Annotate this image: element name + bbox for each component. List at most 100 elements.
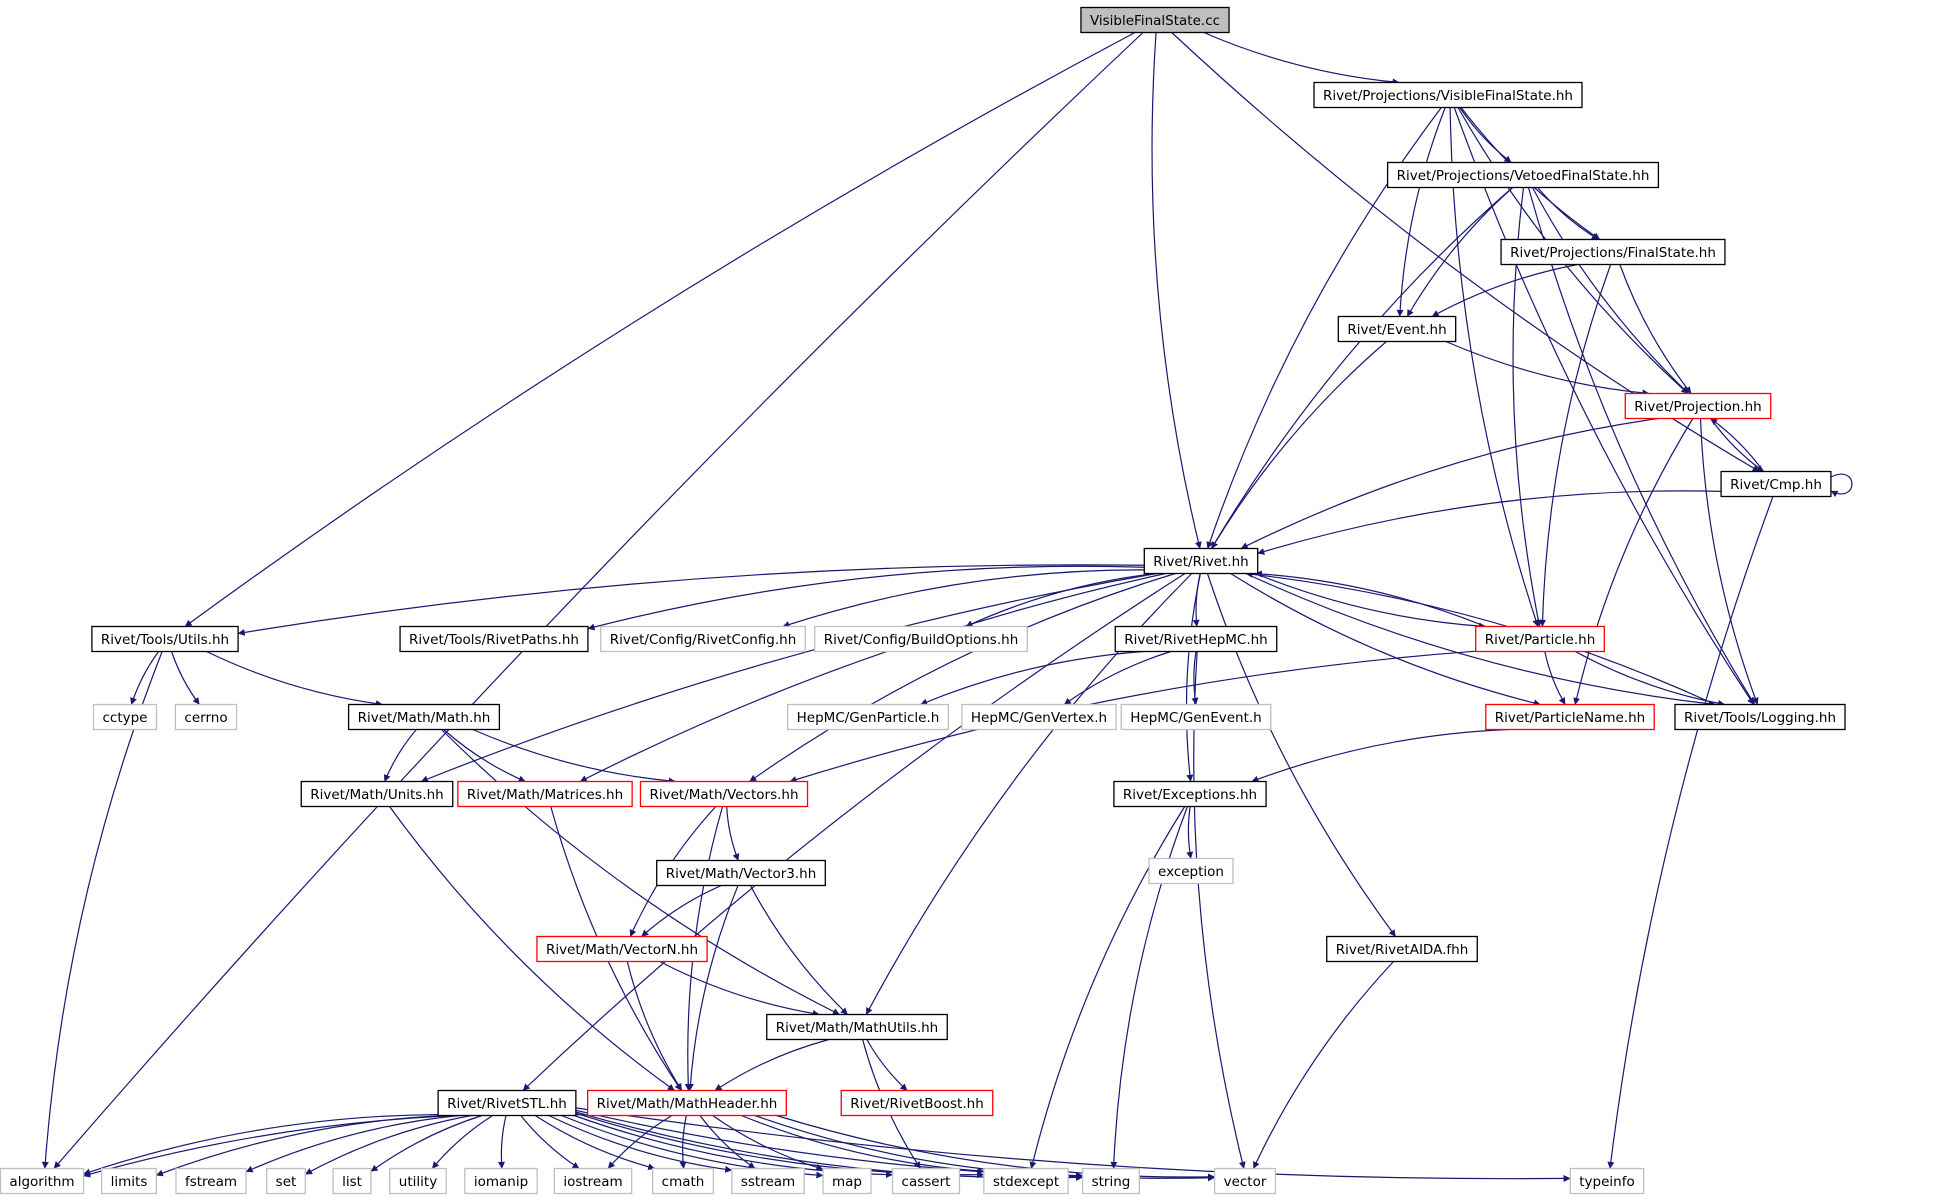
graph-node-label: Rivet/RivetSTL.hh xyxy=(447,1096,567,1112)
graph-node-label: exception xyxy=(1158,864,1224,880)
graph-node[interactable]: Rivet/Tools/Utils.hh xyxy=(91,625,239,653)
graph-node-box xyxy=(1569,1167,1645,1195)
graph-node-box xyxy=(961,703,1117,731)
graph-node: utility xyxy=(389,1167,447,1195)
graph-node[interactable]: Rivet/Math/VectorN.hh xyxy=(536,935,708,963)
graph-node: list xyxy=(332,1167,372,1195)
graph-node-box xyxy=(891,1167,961,1195)
graph-node-box xyxy=(1080,6,1230,34)
graph-edge xyxy=(441,729,840,1016)
graph-edge xyxy=(1539,264,1612,627)
graph-node-label: Rivet/Event.hh xyxy=(1347,322,1446,338)
graph-node-box xyxy=(536,935,708,963)
graph-edge xyxy=(749,885,849,1015)
graph-node[interactable]: Rivet/Math/MathUtils.hh xyxy=(766,1013,948,1041)
graph-node[interactable]: Rivet/Tools/Logging.hh xyxy=(1674,703,1846,731)
graph-edge xyxy=(206,650,383,708)
graph-edge xyxy=(1396,107,1446,317)
graph-edge xyxy=(579,572,1166,783)
graph-node-box xyxy=(1081,1167,1141,1195)
graph-node[interactable]: Rivet/ParticleName.hh xyxy=(1485,703,1655,731)
graph-node[interactable]: Rivet/Cmp.hh xyxy=(1720,470,1832,498)
graph-node-box xyxy=(1624,392,1772,420)
graph-node[interactable]: Rivet/Particle.hh xyxy=(1475,625,1605,653)
graph-node[interactable]: Rivet/Math/Math.hh xyxy=(347,703,501,731)
graph-node-label: Rivet/Math/MathHeader.hh xyxy=(597,1096,778,1112)
graph-node: stdexcept xyxy=(983,1167,1069,1195)
graph-node-label: Rivet/Projections/VetoedFinalState.hh xyxy=(1397,168,1650,184)
graph-node: HepMC/GenParticle.h xyxy=(786,703,950,731)
graph-node[interactable]: Rivet/RivetAIDA.fhh xyxy=(1326,935,1478,963)
graph-node: vector xyxy=(1213,1167,1277,1195)
graph-node[interactable]: Rivet/RivetHepMC.hh xyxy=(1114,625,1278,653)
graph-node-box xyxy=(1313,81,1583,109)
graph-node[interactable]: Rivet/Math/Vector3.hh xyxy=(656,859,826,887)
graph-node-label: cmath xyxy=(662,1174,705,1190)
graph-node-label: Rivet/Rivet.hh xyxy=(1153,554,1248,570)
graph-node-label: string xyxy=(1092,1174,1131,1190)
graph-edge xyxy=(522,572,1186,1091)
graph-edge xyxy=(679,1115,687,1169)
graph-node-label: Rivet/Math/Vectors.hh xyxy=(649,787,798,803)
graph-edge xyxy=(965,572,1157,628)
graph-node-box xyxy=(332,1167,372,1195)
graph-node-box xyxy=(399,625,589,653)
graph-node[interactable]: Rivet/RivetSTL.hh xyxy=(437,1089,577,1117)
graph-edge xyxy=(1185,573,1201,782)
graph-node-label: cctype xyxy=(102,710,147,726)
graph-node[interactable]: Rivet/Projections/VetoedFinalState.hh xyxy=(1386,161,1660,189)
graph-node-box xyxy=(587,1089,787,1117)
graph-node-box xyxy=(1485,703,1655,731)
graph-node[interactable]: Rivet/Projection.hh xyxy=(1624,392,1772,420)
graph-node: iostream xyxy=(553,1167,633,1195)
graph-node-label: Rivet/Math/Math.hh xyxy=(358,710,491,726)
graph-node-label: Rivet/Math/Matrices.hh xyxy=(467,787,623,803)
graph-node[interactable]: Rivet/Tools/RivetPaths.hh xyxy=(399,625,589,653)
graph-edge xyxy=(171,651,200,705)
graph-node[interactable]: Rivet/Event.hh xyxy=(1337,315,1457,343)
graph-node[interactable]: Rivet/Math/Matrices.hh xyxy=(457,780,633,808)
graph-node-label: Rivet/Cmp.hh xyxy=(1730,477,1822,493)
graph-node: typeinfo xyxy=(1569,1167,1645,1195)
graph-node: sstream xyxy=(731,1167,805,1195)
graph-edge xyxy=(1252,961,1394,1169)
graph-node-box xyxy=(1674,703,1846,731)
graph-node[interactable]: Rivet/Math/Units.hh xyxy=(300,780,454,808)
graph-node[interactable]: Rivet/Rivet.hh xyxy=(1143,547,1259,575)
graph-node-box xyxy=(347,703,501,731)
graph-node: limits xyxy=(100,1167,158,1195)
graph-edge xyxy=(548,1114,733,1173)
graph-edge xyxy=(431,1114,494,1169)
graph-edge xyxy=(1453,107,1755,705)
graph-node[interactable]: Rivet/Math/MathHeader.hh xyxy=(587,1089,787,1117)
graph-edge xyxy=(1210,187,1513,549)
graph-node-label: Rivet/Projections/FinalState.hh xyxy=(1510,245,1716,261)
graph-edge xyxy=(1230,572,1541,707)
graph-edge xyxy=(587,565,1145,631)
graph-node-label: algorithm xyxy=(9,1174,74,1190)
graph-node-box xyxy=(766,1013,948,1041)
graph-node-label: HepMC/GenParticle.h xyxy=(797,710,940,726)
graph-node: cctype xyxy=(92,703,158,731)
graph-node[interactable]: Rivet/Exceptions.hh xyxy=(1113,780,1267,808)
graph-node-label: cerrno xyxy=(184,710,227,726)
graph-node[interactable]: Rivet/Projections/VisibleFinalState.hh xyxy=(1313,81,1583,109)
graph-edge xyxy=(370,1114,483,1172)
graph-node[interactable]: VisibleFinalState.cc xyxy=(1080,6,1230,34)
graph-node[interactable]: Rivet/Math/Vectors.hh xyxy=(639,780,809,808)
graph-edge xyxy=(607,1114,673,1169)
graph-edge xyxy=(1445,340,1650,397)
graph-node: HepMC/GenEvent.h xyxy=(1120,703,1272,731)
graph-node: cmath xyxy=(651,1167,715,1195)
graph-edge xyxy=(1211,341,1387,549)
graph-node[interactable]: Rivet/RivetBoost.hh xyxy=(840,1089,994,1117)
graph-node[interactable]: Rivet/Projections/FinalState.hh xyxy=(1500,238,1726,266)
graph-node-label: utility xyxy=(399,1174,437,1190)
graph-node-box xyxy=(100,1167,158,1195)
graph-edge xyxy=(712,1115,824,1171)
graph-node-label: HepMC/GenEvent.h xyxy=(1130,710,1262,726)
graph-node-label: set xyxy=(276,1174,297,1190)
graph-node-box xyxy=(300,780,454,808)
graph-edge xyxy=(699,1115,756,1169)
